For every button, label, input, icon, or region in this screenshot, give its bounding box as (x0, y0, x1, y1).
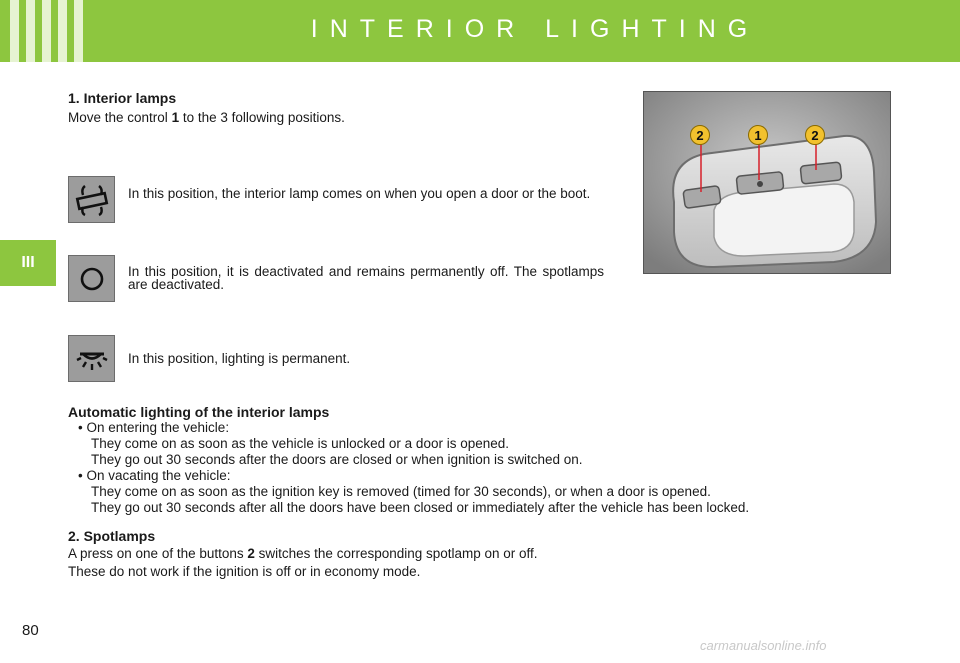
intro-text: to the 3 following positions. (179, 110, 345, 125)
auto-line: They go out 30 seconds after the doors a… (91, 452, 583, 467)
page-number: 80 (22, 622, 39, 639)
section-heading-automatic-lighting: Automatic lighting of the interior lamps (68, 404, 330, 420)
callout-badge: 2 (690, 125, 710, 145)
position-description: In this position, the interior lamp come… (128, 186, 591, 201)
position-description: In this position, lighting is permanent. (128, 351, 351, 366)
stripe (42, 0, 51, 62)
permanent-lamp-icon (68, 335, 115, 382)
intro-text: Move the control (68, 110, 172, 125)
circle-off-icon (68, 255, 115, 302)
auto-bullet: • On entering the vehicle: (78, 420, 230, 435)
stripe (74, 0, 83, 62)
callout-badge: 2 (805, 125, 825, 145)
intro-control-number: 1 (171, 110, 180, 125)
section-intro: Move the control 1 to the 3 following po… (68, 110, 345, 125)
ceiling-lamp-photo (643, 91, 891, 274)
spotlamps-note: These do not work if the ignition is off… (68, 564, 421, 579)
auto-line: They go out 30 seconds after all the doo… (91, 500, 750, 515)
auto-bullet: • On vacating the vehicle: (78, 468, 231, 483)
section-heading-interior-lamps: 1. Interior lamps (68, 90, 177, 106)
stripe (26, 0, 35, 62)
spotlamps-text: A press on one of the buttons (68, 546, 248, 561)
stripe (58, 0, 67, 62)
header-bar: INTERIOR LIGHTING (0, 0, 960, 62)
spotlamps-button-number: 2 (247, 546, 255, 561)
auto-line: They come on as soon as the ignition key… (91, 484, 711, 499)
callout-badge: 1 (748, 125, 768, 145)
spotlamps-text: switches the corresponding spotlamp on o… (254, 546, 538, 561)
spotlamps-line: A press on one of the buttons 2 switches… (68, 546, 538, 561)
section-heading-spotlamps: 2. Spotlamps (68, 528, 156, 544)
stripe (10, 0, 19, 62)
auto-line: They come on as soon as the vehicle is u… (91, 436, 509, 451)
page-title: INTERIOR LIGHTING (310, 15, 760, 43)
watermark: carmanualsonline.info (700, 638, 827, 653)
header-stripes (10, 0, 83, 62)
chapter-tab: III (0, 240, 56, 286)
position-description: In this position, it is deactivated and … (128, 264, 604, 292)
door-lamp-icon (68, 176, 115, 223)
